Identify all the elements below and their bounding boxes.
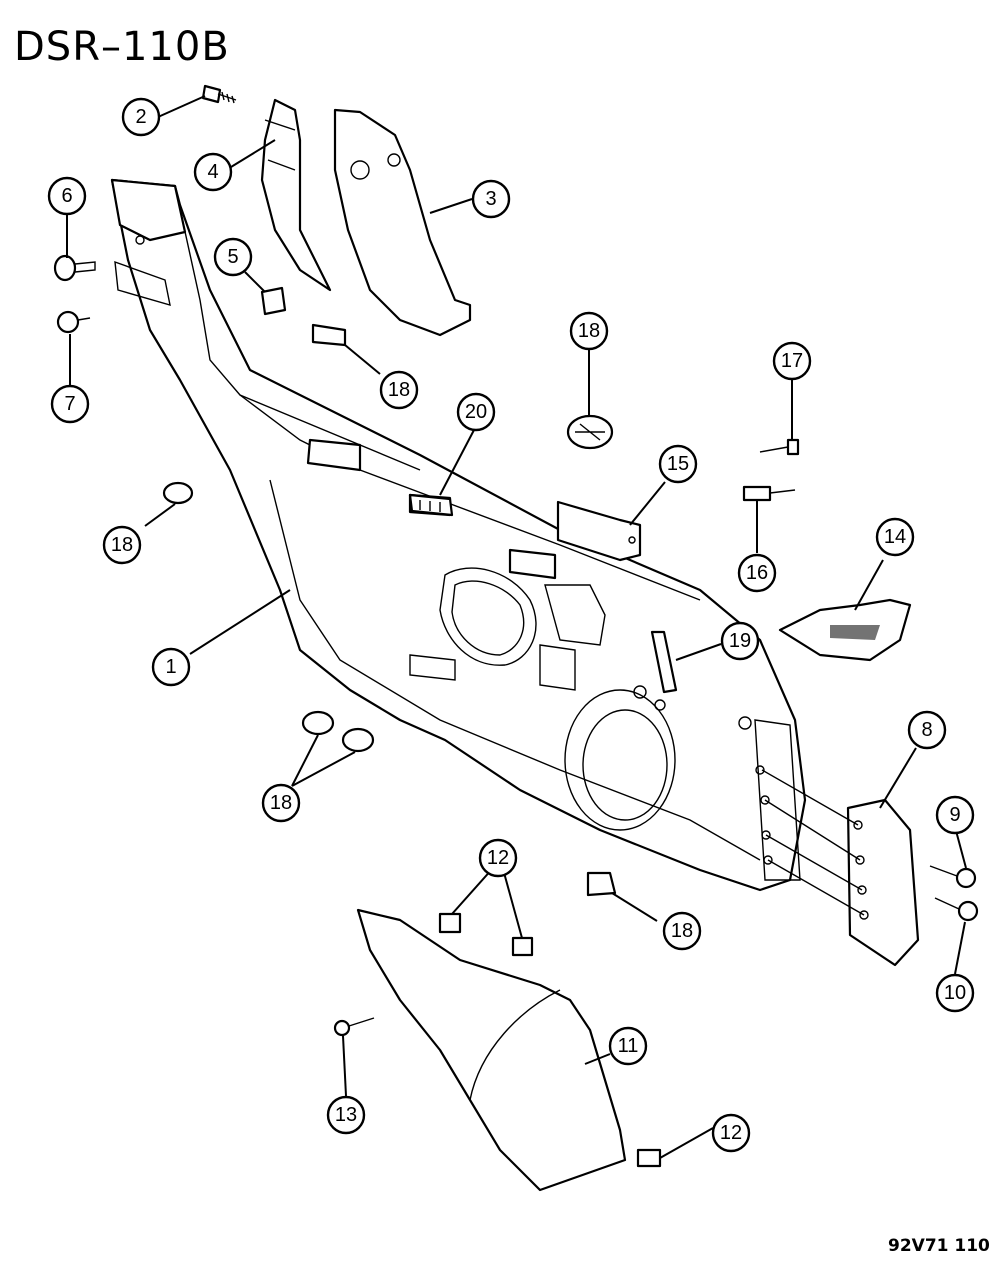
plug-part-18-left (162, 481, 194, 505)
callout-10: 10 (935, 973, 975, 1013)
callout-4: 4 (193, 152, 233, 192)
callout-11-label: 11 (618, 1035, 639, 1057)
leader-lines (66, 95, 967, 1159)
callout-18-pair-label: 18 (270, 792, 292, 814)
clip-part-20 (408, 493, 454, 517)
callout-2: 2 (121, 97, 161, 137)
rivet-part-16 (742, 485, 796, 502)
callout-9-label: 9 (949, 804, 960, 826)
callout-18-lower-label: 18 (671, 920, 693, 942)
callout-18-left: 18 (102, 525, 142, 565)
callout-12-top-label: 12 (487, 847, 509, 869)
callout-8-label: 8 (921, 719, 932, 741)
callout-18-left-label: 18 (111, 534, 133, 556)
callout-18-pair: 18 (261, 783, 301, 823)
callout-18-upper-label: 18 (388, 379, 410, 401)
callout-12-bottom: 12 (711, 1113, 751, 1153)
callout-2-label: 2 (135, 106, 146, 128)
callout-3-label: 3 (485, 188, 496, 210)
callout-18-lower: 18 (662, 911, 702, 951)
callout-17-label: 17 (781, 350, 803, 372)
cover-panel-part-3 (333, 108, 472, 337)
callout-14-label: 14 (884, 526, 906, 548)
callout-18-upper: 18 (379, 370, 419, 410)
callout-16-label: 16 (746, 562, 768, 584)
push-nut-part-6 (53, 254, 96, 282)
screw-part-2 (201, 84, 237, 104)
callout-14: 14 (875, 517, 915, 557)
screw-part-7 (56, 310, 91, 334)
callout-4-label: 4 (207, 161, 218, 183)
callout-12-bottom-label: 12 (720, 1122, 742, 1144)
clip-part-12-a (438, 912, 462, 934)
callout-13: 13 (326, 1095, 366, 1135)
callout-16: 16 (737, 553, 777, 593)
callout-10-label: 10 (944, 982, 966, 1004)
callout-15: 15 (658, 444, 698, 484)
callout-12-top: 12 (478, 838, 518, 878)
callout-7-label: 7 (64, 393, 75, 415)
screw-part-17 (759, 438, 800, 456)
callout-19: 19 (720, 621, 760, 661)
clip-part-12-b (511, 936, 534, 957)
screw-part-13 (333, 1017, 375, 1037)
bracket-part-4 (260, 98, 332, 292)
callout-15-label: 15 (667, 453, 689, 475)
callout-6: 6 (47, 176, 87, 216)
callout-18-right-label: 18 (578, 320, 600, 342)
callout-20-label: 20 (465, 401, 487, 423)
callout-6-label: 6 (61, 185, 72, 207)
bolt-part-10 (934, 897, 979, 922)
bracket-part-15 (556, 500, 642, 562)
callout-1: 1 (151, 647, 191, 687)
insulator-part-14 (778, 598, 912, 662)
clip-part-5 (260, 286, 287, 316)
callout-20: 20 (456, 392, 496, 432)
callout-19-label: 19 (729, 630, 751, 652)
diagram-title: DSR–110B (14, 24, 230, 70)
callout-9: 9 (935, 795, 975, 835)
callout-8: 8 (907, 710, 947, 750)
callout-11: 11 (608, 1026, 648, 1066)
callout-1-label: 1 (165, 656, 176, 678)
plug-part-18-upper (311, 323, 347, 347)
plug-part-18-right (566, 414, 614, 450)
callout-3: 3 (471, 179, 511, 219)
figure-code: 92V71 110 (888, 1236, 990, 1256)
callout-7: 7 (50, 384, 90, 424)
callout-18-right: 18 (569, 311, 609, 351)
plug-part-18-pair (301, 710, 375, 753)
callout-17: 17 (772, 341, 812, 381)
seal-part-19 (650, 630, 678, 694)
plug-part-18-lower (586, 871, 617, 897)
bolt-part-9 (929, 865, 977, 889)
rear-panel-part (110, 178, 807, 892)
clip-part-12-c (636, 1148, 662, 1168)
callout-5-label: 5 (227, 246, 238, 268)
liner-part-11 (356, 908, 627, 1192)
callout-5: 5 (213, 237, 253, 277)
callout-13-label: 13 (335, 1104, 357, 1126)
